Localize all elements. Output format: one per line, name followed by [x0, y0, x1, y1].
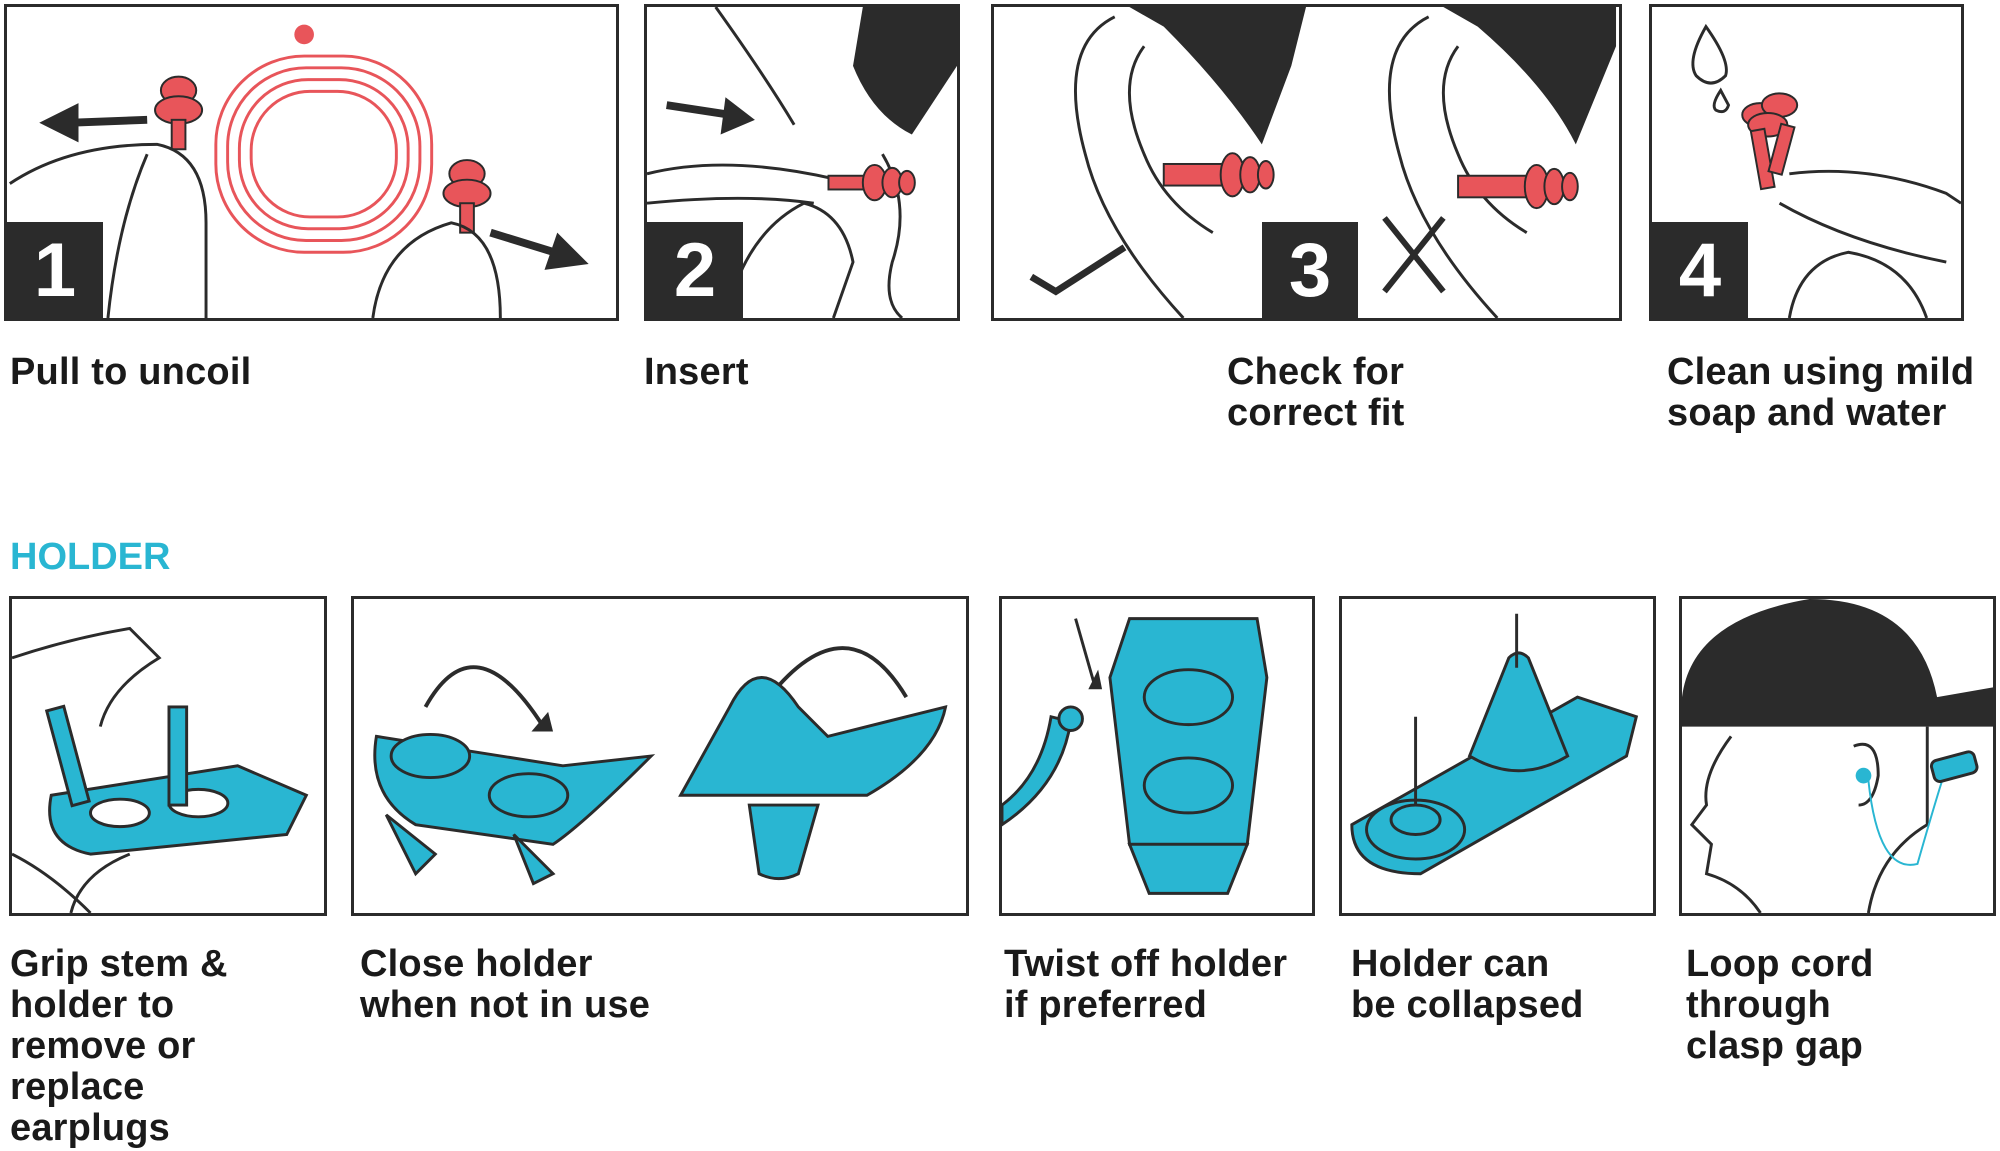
holder-panel-twist — [999, 596, 1315, 916]
holder-panel-grip — [9, 596, 327, 916]
step-4-label: Clean using mild soap and water — [1667, 351, 1975, 434]
step-3-panel: 3 — [991, 4, 1622, 321]
loop-cord-illustration — [1682, 599, 1993, 913]
close-holder-illustration — [373, 646, 948, 886]
step-number-badge: 2 — [647, 222, 743, 318]
holder-label-loop: Loop cord through clasp gap — [1686, 943, 1874, 1067]
grip-holder-illustration — [12, 626, 309, 913]
step-number-badge: 1 — [7, 222, 103, 318]
holder-panel-loop — [1679, 596, 1996, 916]
step-number-badge: 3 — [1262, 222, 1358, 318]
collapsed-holder-illustration — [1350, 613, 1639, 876]
holder-label-grip: Grip stem & holder to remove or replace … — [10, 943, 228, 1149]
holder-panel-collapse — [1339, 596, 1656, 916]
step-1-label: Pull to uncoil — [10, 351, 252, 393]
uncoil-illustration — [9, 24, 589, 318]
holder-label-close: Close holder when not in use — [360, 943, 651, 1026]
step-2-panel: 2 — [644, 4, 960, 321]
step-number-badge: 4 — [1652, 222, 1748, 318]
holder-label-twist: Twist off holder if preferred — [1004, 943, 1288, 1026]
cleaning-illustration — [1691, 23, 1961, 318]
holder-label-collapse: Holder can be collapsed — [1351, 943, 1584, 1026]
step-2-label: Insert — [644, 351, 749, 393]
step-1-panel: 1 — [4, 4, 619, 321]
holder-panel-close — [351, 596, 969, 916]
fit-check-illustration — [1029, 7, 1617, 318]
twist-holder-illustration — [1002, 617, 1269, 895]
step-3-label: Check for correct fit — [1227, 351, 1405, 434]
holder-section-title: HOLDER — [10, 536, 171, 578]
insert-illustration — [647, 7, 957, 318]
step-4-panel: 4 — [1649, 4, 1964, 321]
